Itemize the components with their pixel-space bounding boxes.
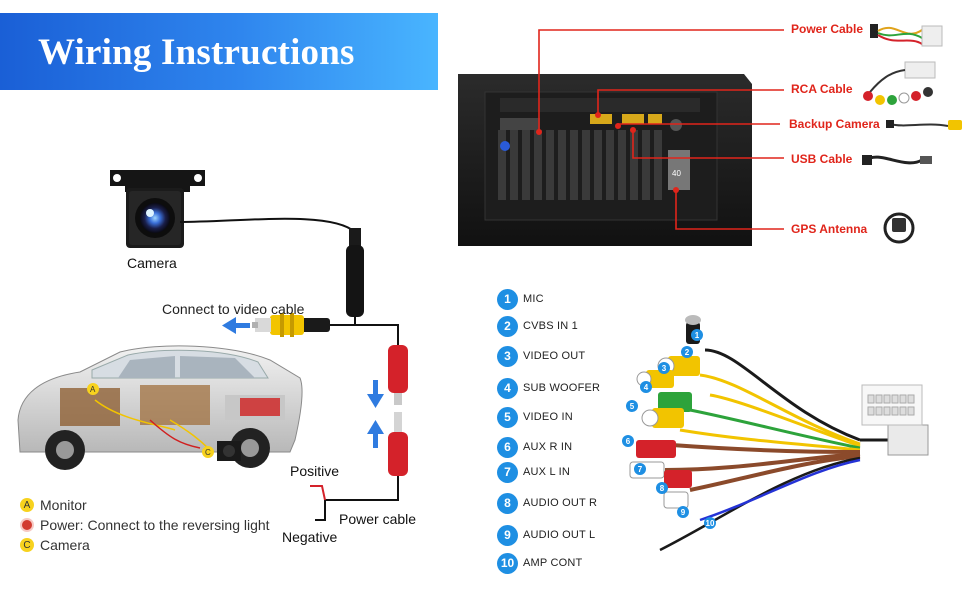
svg-text:1: 1 [695, 331, 700, 340]
legend-text: Power: Connect to the reversing light [40, 517, 270, 533]
callout-power-cable: Power Cable [791, 22, 864, 36]
svg-text:9: 9 [681, 508, 686, 517]
camera-label: Camera [127, 255, 177, 271]
pin-item: 4 SUB WOOFER [497, 377, 600, 399]
connect-video-label: Connect to video cable [162, 301, 305, 317]
pin-number-badge: 10 [497, 552, 518, 574]
legend-text: Monitor [40, 497, 87, 513]
callout-backup-camera: Backup Camera [789, 117, 880, 131]
pin-number-badge: 8 [497, 492, 518, 514]
car-marker-a-label: A [90, 385, 96, 394]
legend-item-camera: C Camera [20, 535, 270, 555]
rca-cable-thumb [863, 61, 936, 105]
svg-text:4: 4 [644, 383, 649, 392]
negative-lead [315, 500, 326, 521]
pin-label: VIDEO IN [523, 411, 573, 423]
positive-label: Positive [290, 463, 340, 479]
marker-a-icon: A [20, 498, 34, 512]
pin-item: 1 MIC [497, 288, 544, 310]
svg-text:10: 10 [706, 519, 715, 528]
marker-b-icon [20, 518, 34, 532]
pin-item: 7 AUX L IN [497, 461, 570, 483]
marker-c-icon: C [20, 538, 34, 552]
harness-markers: 1 2 3 4 5 6 7 8 9 10 [622, 329, 716, 529]
pin-item: 6 AUX R IN [497, 436, 572, 458]
gps-socket-label: 40 [672, 169, 681, 178]
legend-item-monitor: A Monitor [20, 495, 270, 515]
pin-label: SUB WOOFER [523, 382, 601, 394]
pin-item: 8 AUDIO OUT R [497, 492, 597, 514]
svg-text:5: 5 [630, 402, 635, 411]
car-marker-c [202, 446, 214, 458]
backup-camera-image [110, 170, 205, 248]
pin-number-badge: 6 [497, 436, 518, 458]
camera-cable [179, 217, 356, 233]
rca-harness [629, 315, 929, 552]
pin-label: CVBS IN 1 [523, 320, 578, 332]
positive-lead [310, 485, 326, 501]
pin-item: 10 AMP CONT [497, 552, 582, 574]
arrow-left-icon [222, 317, 250, 334]
svg-text:6: 6 [626, 437, 631, 446]
callout-usb-cable: USB Cable [791, 152, 853, 166]
callout-rca-cable: RCA Cable [791, 82, 853, 96]
pin-label: AUDIO OUT L [523, 529, 596, 541]
callout-gps-antenna: GPS Antenna [791, 222, 868, 236]
usb-cable-thumb [862, 155, 932, 165]
pin-number-badge: 2 [497, 315, 518, 337]
pin-number-badge: 7 [497, 461, 518, 483]
pin-number-badge: 1 [497, 288, 518, 310]
svg-text:8: 8 [660, 484, 665, 493]
pin-item: 3 VIDEO OUT [497, 345, 585, 367]
svg-text:3: 3 [662, 364, 667, 373]
legend-item-power: Power: Connect to the reversing light [20, 515, 270, 535]
arrow-down-icon [367, 380, 384, 408]
power-cable-label: Power cable [339, 511, 417, 527]
pin-item: 5 VIDEO IN [497, 406, 573, 428]
inline-splitter [346, 245, 364, 317]
car-marker-a [87, 383, 99, 395]
title-banner: Wiring Instructions [0, 13, 438, 90]
pin-number-badge: 4 [497, 377, 518, 399]
car-legend: A Monitor Power: Connect to the reversin… [20, 495, 270, 555]
car-illustration: A C [17, 345, 303, 470]
negative-label: Negative [282, 529, 338, 545]
pin-number-badge: 9 [497, 524, 518, 546]
pin-label: VIDEO OUT [523, 350, 586, 362]
power-cable-thumb [870, 24, 943, 47]
head-unit-back: 40 [458, 74, 752, 246]
svg-text:7: 7 [638, 465, 643, 474]
rca-video-plug [252, 313, 330, 337]
svg-text:2: 2 [685, 348, 690, 357]
pin-item: 2 CVBS IN 1 [497, 315, 578, 337]
pin-label: AUX R IN [523, 441, 573, 453]
pin-number-badge: 5 [497, 406, 518, 428]
gps-antenna-thumb [883, 212, 915, 244]
car-marker-c-label: C [205, 448, 211, 457]
pin-number-badge: 3 [497, 345, 518, 367]
pin-item: 9 AUDIO OUT L [497, 524, 595, 546]
pin-label: AUDIO OUT R [523, 497, 598, 509]
backup-camera-cable-thumb [886, 120, 962, 130]
arrow-up-icon [367, 420, 384, 448]
pin-label: MIC [523, 293, 544, 305]
pin-label: AUX L IN [523, 466, 571, 478]
page-title: Wiring Instructions [38, 32, 355, 73]
legend-text: Camera [40, 537, 90, 553]
power-connectors [325, 338, 408, 501]
pin-label: AMP CONT [523, 557, 583, 569]
